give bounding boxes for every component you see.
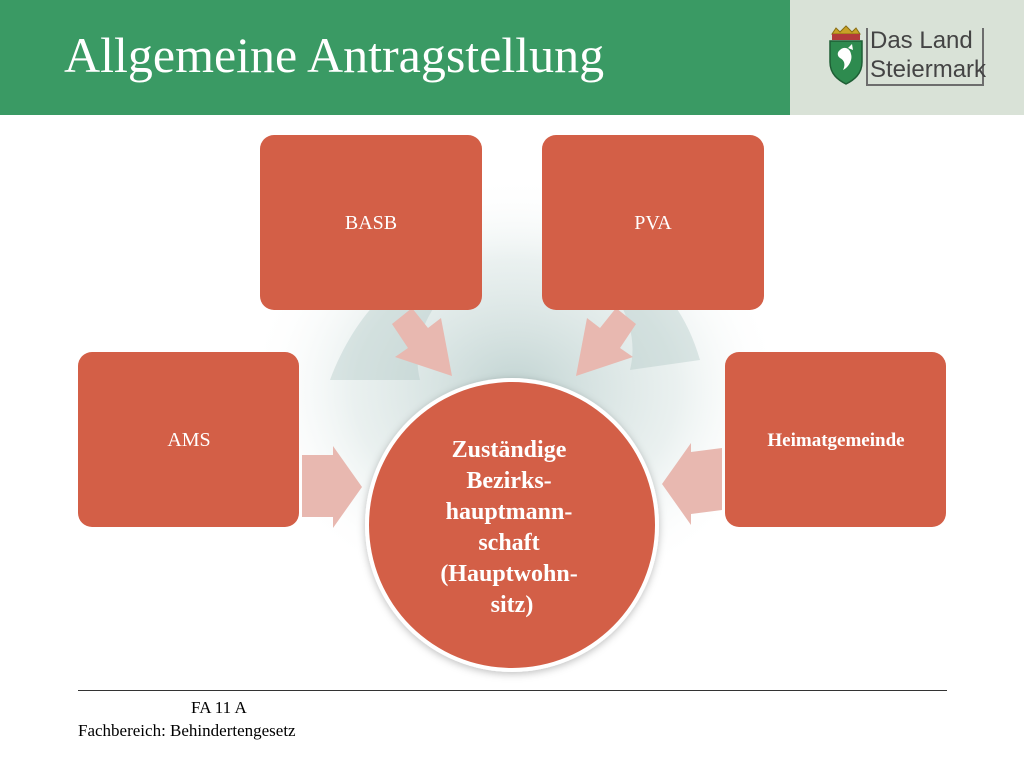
box-label-heimatgemeinde: Heimatgemeinde (767, 430, 904, 451)
box-heimatgemeinde: Heimatgemeinde (725, 352, 946, 527)
arrow-heimatgemeinde (662, 443, 722, 525)
center-label-line-1: Zuständige (452, 437, 567, 463)
page-title: Allgemeine Antragstellung (64, 27, 605, 83)
footer: FA 11 A Fachbereich: Behindertengesetz (78, 696, 398, 742)
logo-frame-line (866, 28, 984, 86)
box-basb: BASB (260, 135, 482, 310)
logo-line-1: Das Land (870, 27, 973, 54)
process-diagram: BASB PVA AMS Heimatgemeinde Zuständige B… (78, 135, 946, 672)
center-label-line-5: (Hauptwohn- (440, 561, 577, 587)
footer-divider (78, 690, 947, 691)
logo-panel: Das Land Steiermark (790, 0, 1024, 115)
box-label-basb: BASB (345, 212, 397, 234)
arrow-ams (302, 446, 362, 528)
center-label: Zuständige Bezirks- hauptmann- schaft (H… (440, 437, 583, 618)
logo-text: Das Land Steiermark (870, 26, 986, 84)
box-label-pva: PVA (634, 212, 672, 234)
logo-line-2: Steiermark (870, 56, 987, 83)
center-circle: Zuständige Bezirks- hauptmann- schaft (H… (365, 378, 659, 672)
arrow-basb (392, 308, 452, 376)
center-label-line-3: hauptmann- (446, 499, 573, 525)
center-label-line-6: sitz) (491, 592, 534, 618)
center-label-line-4: schaft (478, 530, 539, 556)
coat-of-arms-icon (829, 25, 863, 85)
arrows (302, 308, 722, 528)
box-label-ams: AMS (167, 429, 210, 451)
center-label-line-2: Bezirks- (466, 468, 551, 494)
footer-unit: FA 11 A (191, 698, 247, 717)
logo: Das Land Steiermark (826, 24, 986, 88)
box-pva: PVA (542, 135, 764, 310)
box-ams: AMS (78, 352, 299, 527)
title-bar: Allgemeine Antragstellung (0, 0, 790, 115)
arrow-pva (576, 308, 636, 376)
footer-department: Fachbereich: Behindertengesetz (78, 721, 296, 740)
